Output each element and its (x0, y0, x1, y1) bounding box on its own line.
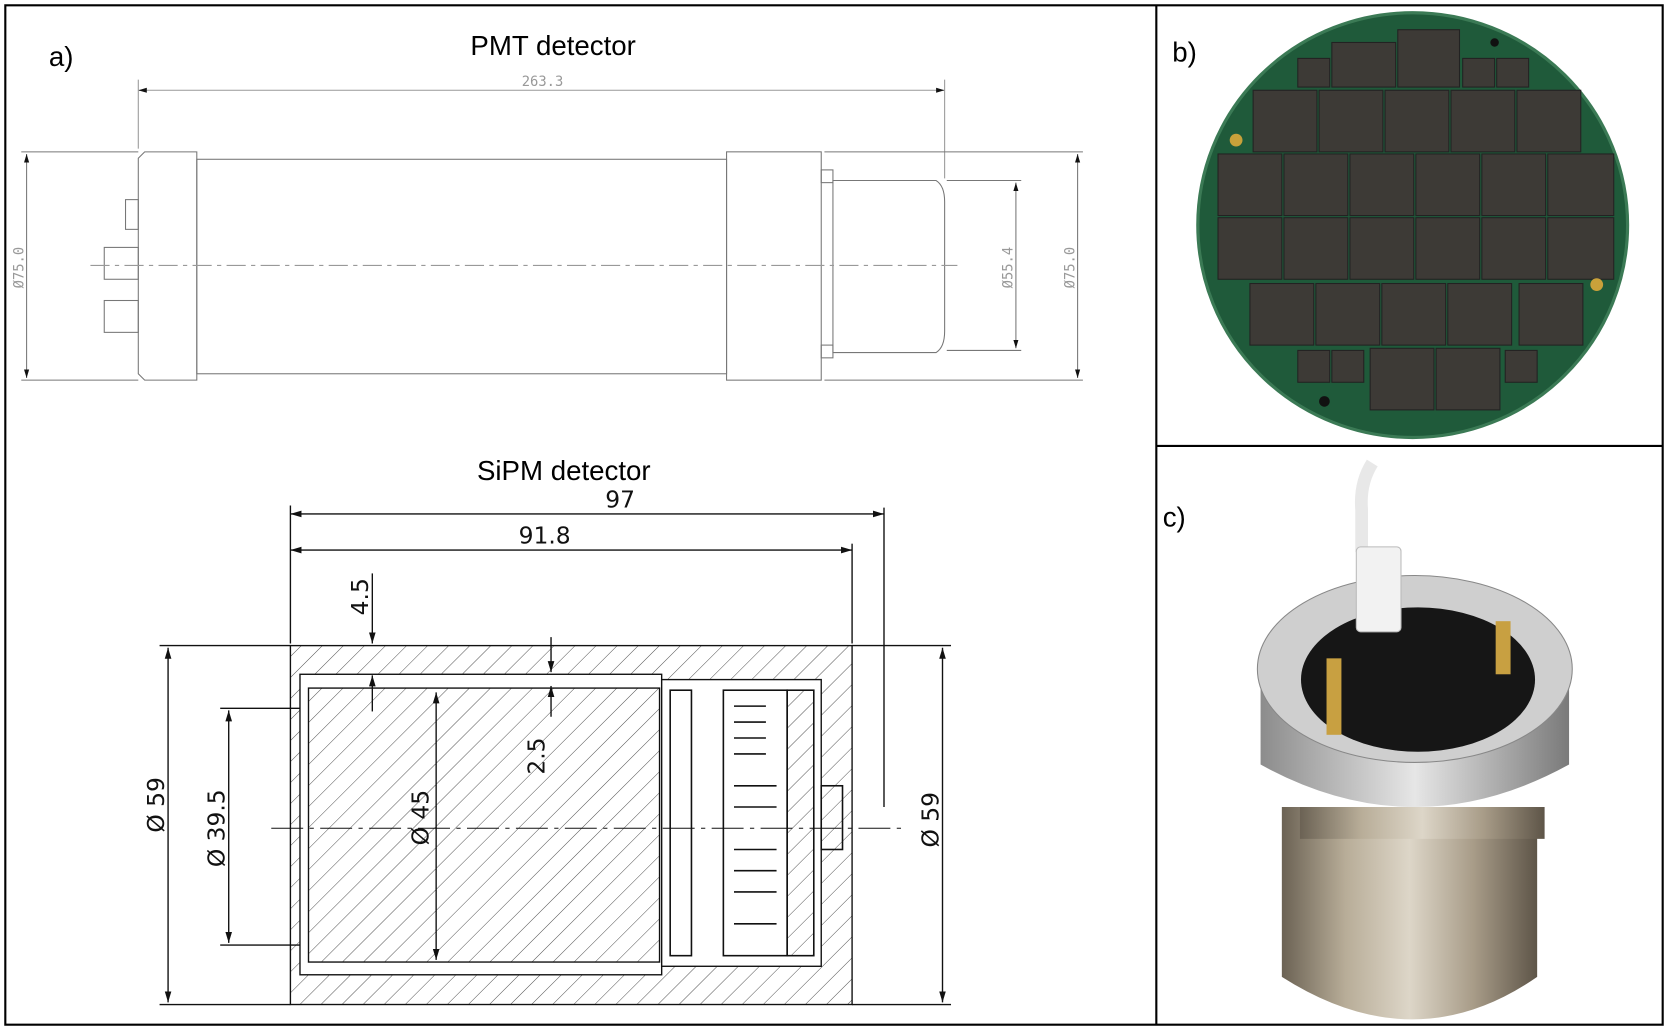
sipm-crystal-dim: Ø 45 (407, 790, 435, 846)
sipm-overall-length-dim: 97 (605, 486, 635, 514)
sipm-array-pcb-photo (1196, 11, 1630, 440)
panel-b-label: b) (1172, 37, 1197, 68)
pmt-left-diameter-dim: Ø75.0 (11, 247, 27, 289)
pmt-drawing (21, 79, 1083, 381)
sipm-inner-bore-dim: Ø 39.5 (202, 789, 230, 867)
sipm-wall-dim: 4.5 (346, 578, 374, 615)
panel-a-label: a) (49, 41, 74, 72)
sipm-outer-right-dim: Ø 59 (916, 792, 944, 848)
panel-c-label: c) (1163, 502, 1186, 533)
sipm-body-length-dim: 91.8 (519, 522, 571, 550)
pmt-title: PMT detector (470, 30, 635, 61)
sipm-gap-dim: 2.5 (523, 737, 551, 774)
sipm-drawing (159, 505, 952, 1006)
pmt-right-diameter-dim: Ø75.0 (1062, 247, 1078, 289)
pmt-length-dim: 263.3 (522, 74, 564, 90)
pmt-nose-diameter-dim: Ø55.4 (1001, 247, 1017, 289)
sipm-housing-photo (1256, 459, 1573, 1020)
sipm-outer-left-dim: Ø 59 (142, 777, 170, 833)
sipm-title: SiPM detector (477, 455, 651, 486)
figure-border (4, 4, 1664, 1026)
